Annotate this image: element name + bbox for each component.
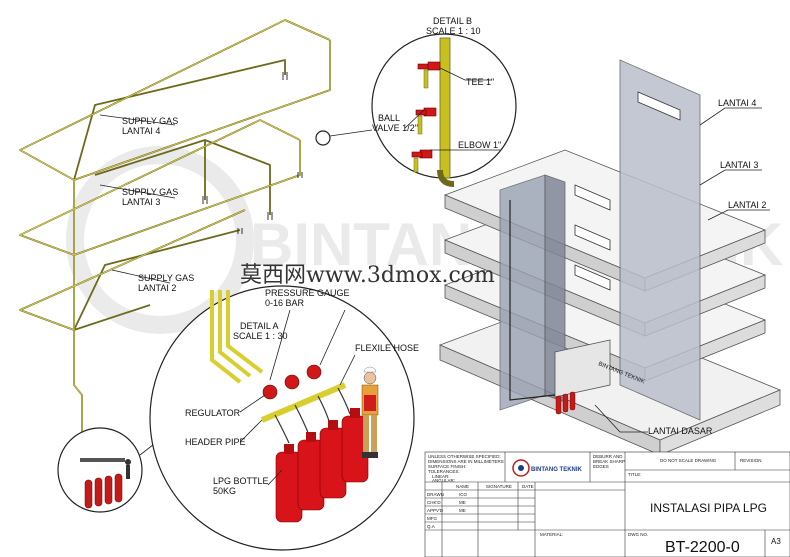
svg-text:DETAIL A: DETAIL A — [240, 321, 279, 331]
svg-text:PRESSURE GAUGE: PRESSURE GAUGE — [265, 288, 350, 298]
detail-a-marker[interactable] — [57, 419, 186, 513]
svg-text:APPV'D: APPV'D — [427, 508, 444, 513]
lpg-bottle-label: LPG BOTTLE 50KG — [213, 476, 269, 496]
svg-text:BINTANG TEKNIK: BINTANG TEKNIK — [531, 467, 583, 473]
sheet-size: A3 — [771, 537, 781, 546]
svg-text:TOLERANCES:: TOLERANCES: — [428, 469, 460, 474]
svg-text:Q.A: Q.A — [427, 524, 435, 529]
title-label: TITLE: — [628, 472, 642, 477]
svg-text:0-16 BAR: 0-16 BAR — [265, 298, 305, 308]
svg-text:LANTAI 3: LANTAI 3 — [122, 197, 160, 207]
svg-text:SCALE 1 : 10: SCALE 1 : 10 — [426, 26, 481, 36]
supply-gas-leaders — [99, 114, 176, 284]
pipe-network-inner-line — [18, 19, 331, 440]
revision-label: REVISION — [740, 458, 762, 463]
building-isometric — [438, 59, 782, 456]
svg-text:DRAWN: DRAWN — [427, 492, 444, 497]
svg-text:ANGULAR:: ANGULAR: — [432, 478, 455, 483]
lantai4-label: LANTAI 4 — [718, 98, 756, 108]
ball-valve-label: BALL VALVE 1/2" — [372, 113, 418, 133]
header-pipe-label: HEADER PIPE — [185, 437, 246, 447]
lantai-dasar-label: LANTAI DASAR — [648, 426, 713, 436]
title-block-deburr: DEBURR AND BREAK SHARP EDGES — [593, 454, 625, 469]
svg-text:SCALE 1 : 30: SCALE 1 : 30 — [233, 331, 288, 341]
svg-text:LINEAR:: LINEAR: — [432, 474, 450, 479]
tee-label: TEE 1" — [466, 77, 494, 87]
elbow-label: ELBOW 1" — [458, 140, 501, 150]
network-valves — [202, 72, 303, 234]
svg-text:LANTAI 2: LANTAI 2 — [138, 283, 176, 293]
svg-text:SUPPLY GAS: SUPPLY GAS — [122, 187, 178, 197]
svg-text:SIGNATURE: SIGNATURE — [486, 484, 512, 489]
supply-gas-label-lantai2: SUPPLY GAS LANTAI 2 — [138, 273, 194, 293]
detail-b-leaders — [404, 67, 500, 151]
building-leaders — [594, 107, 770, 433]
svg-text:EDGES: EDGES — [593, 464, 609, 469]
lantai2-label: LANTAI 2 — [728, 200, 766, 210]
svg-text:DIMENSIONS ARE IN MILLIMETERS: DIMENSIONS ARE IN MILLIMETERS — [428, 459, 504, 464]
detail-b-view — [371, 33, 517, 187]
title-block-notes: UNLESS OTHERWISE SPECIFIED: DIMENSIONS A… — [428, 454, 504, 483]
title-block — [424, 451, 790, 557]
svg-text:UNLESS OTHERWISE SPECIFIED:: UNLESS OTHERWISE SPECIFIED: — [428, 454, 501, 459]
svg-text:LANTAI 4: LANTAI 4 — [122, 126, 160, 136]
title-block-rows: DRAWN ICO CHK'D ME APPV'D ME MFG Q.A — [427, 492, 468, 529]
svg-text:BREAK SHARP: BREAK SHARP — [593, 459, 625, 464]
building-riser-pipe — [509, 200, 556, 401]
watermark-text: 莫西网www.3dmox.com — [240, 263, 495, 288]
svg-text:50KG: 50KG — [213, 486, 236, 496]
dwg-no-label: DWG NO. — [628, 532, 648, 537]
do-not-scale: DO NOT SCALE DRAWING — [660, 458, 717, 463]
lantai3-label: LANTAI 3 — [720, 160, 758, 170]
pressure-gauge-label: PRESSURE GAUGE 0-16 BAR — [265, 288, 350, 308]
title-block-logo: BINTANG TEKNIK — [512, 459, 583, 477]
worker-figure — [361, 366, 379, 458]
detail-a-leaders — [239, 309, 356, 486]
regulator-label: REGULATOR — [185, 408, 241, 418]
svg-text:BALL: BALL — [378, 113, 400, 123]
svg-text:ICO: ICO — [459, 492, 468, 497]
drawing-number: BT-2200-0 — [665, 539, 740, 556]
svg-text:SUPPLY GAS: SUPPLY GAS — [138, 273, 194, 283]
detail-a-title: DETAIL A SCALE 1 : 30 — [233, 321, 288, 341]
svg-text:SURFACE FINISH:: SURFACE FINISH: — [428, 464, 467, 469]
supply-gas-label-lantai4: SUPPLY GAS LANTAI 4 — [122, 116, 178, 136]
material-label: MATERIAL: — [540, 532, 563, 537]
svg-text:DATE: DATE — [522, 484, 534, 489]
svg-text:DEBURR AND: DEBURR AND — [593, 454, 623, 459]
svg-text:ME: ME — [459, 508, 466, 513]
svg-text:VALVE 1/2": VALVE 1/2" — [372, 123, 418, 133]
drawing-title: INSTALASI PIPA LPG — [650, 501, 767, 515]
supply-gas-label-lantai3: SUPPLY GAS LANTAI 3 — [122, 187, 178, 207]
svg-text:LPG BOTTLE: LPG BOTTLE — [213, 476, 269, 486]
svg-text:MFG: MFG — [427, 516, 437, 521]
svg-text:DETAIL B: DETAIL B — [433, 16, 472, 26]
svg-text:NAME: NAME — [456, 484, 469, 489]
detail-b-title: DETAIL B SCALE 1 : 10 — [426, 16, 481, 36]
title-block-header-cols: NAME SIGNATURE DATE — [456, 484, 534, 489]
flexile-hose-label: FLEXILE HOSE — [355, 343, 419, 353]
detail-b-marker[interactable] — [315, 130, 331, 146]
detail-a-view — [149, 285, 415, 551]
svg-text:ME: ME — [459, 500, 466, 505]
svg-text:SUPPLY GAS: SUPPLY GAS — [122, 116, 178, 126]
svg-text:CHK'D: CHK'D — [427, 500, 441, 505]
